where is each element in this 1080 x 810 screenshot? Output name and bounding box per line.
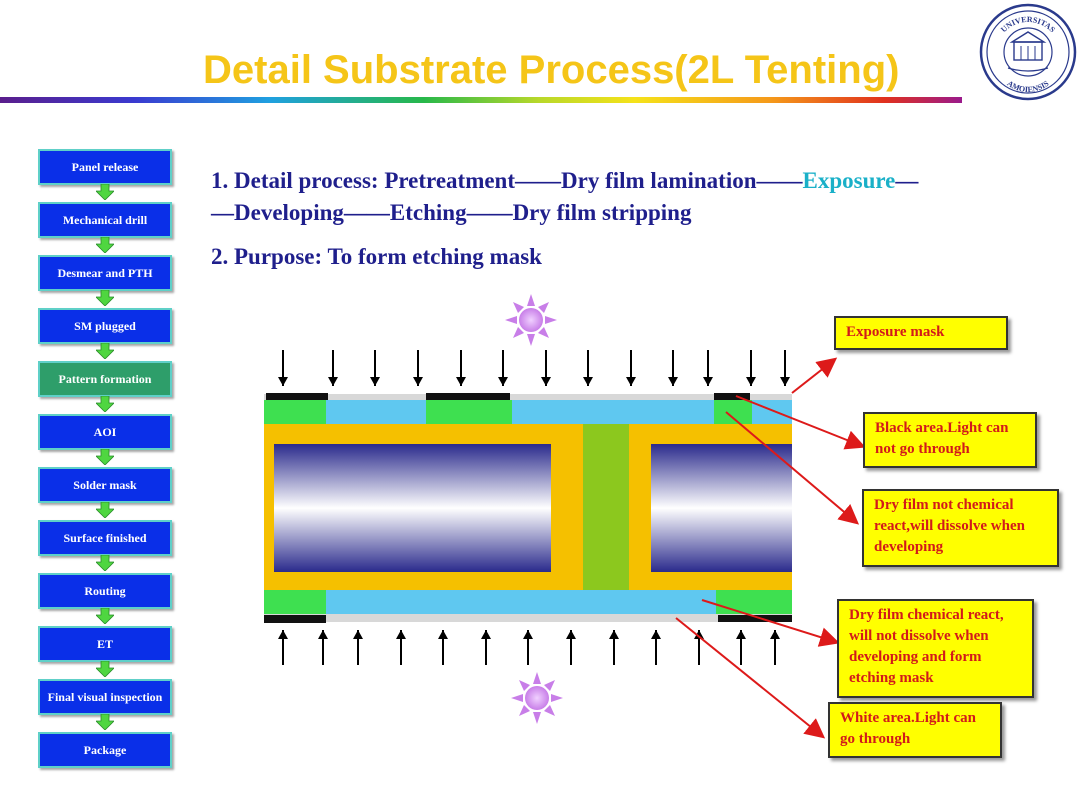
light-arrow-down (278, 350, 288, 386)
light-arrow-down (780, 350, 790, 386)
process-line-1-suffix: — (895, 168, 919, 193)
light-arrow-up (438, 630, 448, 665)
light-arrow-up (736, 630, 746, 665)
flow-down-arrow-icon (96, 290, 114, 306)
light-source-top-icon (505, 294, 557, 346)
light-source-bottom-icon (511, 672, 563, 724)
bottom-exposure-mask (264, 614, 792, 623)
flow-down-arrow-icon (96, 343, 114, 359)
light-arrow-down (370, 350, 380, 386)
flow-down-arrow-icon (96, 502, 114, 518)
callout-pointers (675, 357, 866, 739)
flow-down-arrow-icon (96, 396, 114, 412)
light-arrow-down (746, 350, 756, 386)
flow-down-arrow-icon (96, 449, 114, 465)
top-light-arrows (278, 350, 790, 386)
bottom-light-arrows (278, 630, 780, 665)
purpose-text: 2. Purpose: To form etching mask (211, 244, 542, 269)
flow-down-arrow-icon (96, 184, 114, 200)
light-arrow-up (396, 630, 406, 665)
pointer-white-area (675, 617, 826, 739)
process-line-2: —Developing——Etching——Dry film stripping (211, 200, 692, 225)
light-arrow-down (626, 350, 636, 386)
top-exposure-mask (264, 393, 792, 400)
light-arrow-down (413, 350, 423, 386)
flow-step-surface-finished: Surface finished (38, 520, 172, 556)
light-arrow-up (566, 630, 576, 665)
pointer-dry-film-not-react (725, 411, 860, 525)
title-underline (0, 97, 962, 103)
substrate-core (264, 424, 792, 590)
pointer-exposure-mask (791, 357, 838, 394)
page-title: Detail Substrate Process(2L Tenting) (203, 48, 900, 92)
light-arrow-up (278, 630, 288, 665)
light-arrow-down (456, 350, 466, 386)
note-exposure-mask: Exposure mask (834, 316, 1008, 350)
process-line-1-prefix: 1. Detail process: Pretreatment——Dry fil… (211, 168, 803, 193)
light-arrow-up (609, 630, 619, 665)
flow-step-et: ET (38, 626, 172, 662)
light-arrow-up (694, 630, 704, 665)
note-dry-film-react: Dry film chemical react, will not dissol… (837, 599, 1034, 698)
flow-step-solder-mask: Solder mask (38, 467, 172, 503)
flow-down-arrow-icon (96, 608, 114, 624)
light-arrow-up (481, 630, 491, 665)
flow-step-panel-release: Panel release (38, 149, 172, 185)
flow-down-arrow-icon (96, 661, 114, 677)
pointer-black-area (735, 395, 866, 450)
flow-step-final-visual-inspection: Final visual inspection (38, 679, 172, 715)
pointer-dry-film-react (701, 599, 840, 647)
process-line-1: 1. Detail process: Pretreatment——Dry fil… (211, 168, 918, 194)
light-arrow-up (318, 630, 328, 665)
light-arrow-down (541, 350, 551, 386)
process-exposure-highlight: Exposure (802, 168, 896, 193)
flow-step-package: Package (38, 732, 172, 768)
university-seal-icon: UNIVERSITAS AMOIENSIS (979, 3, 1077, 101)
light-arrow-up (651, 630, 661, 665)
note-dry-film-not-react: Dry film not chemical react,will dissolv… (862, 489, 1059, 567)
light-arrow-up (523, 630, 533, 665)
note-black-area: Black area.Light can not go through (863, 412, 1037, 468)
light-arrow-up (770, 630, 780, 665)
light-arrow-down (703, 350, 713, 386)
light-arrow-down (583, 350, 593, 386)
flow-down-arrow-icon (96, 237, 114, 253)
flow-down-arrow-icon (96, 555, 114, 571)
light-arrow-up (353, 630, 363, 665)
flow-step-mechanical-drill: Mechanical drill (38, 202, 172, 238)
light-arrow-down (328, 350, 338, 386)
light-arrow-down (498, 350, 508, 386)
flow-down-arrow-icon (96, 714, 114, 730)
note-white-area: White area.Light can go through (828, 702, 1002, 758)
bottom-dry-film (264, 590, 792, 614)
top-dry-film (264, 400, 792, 424)
light-arrow-down (668, 350, 678, 386)
